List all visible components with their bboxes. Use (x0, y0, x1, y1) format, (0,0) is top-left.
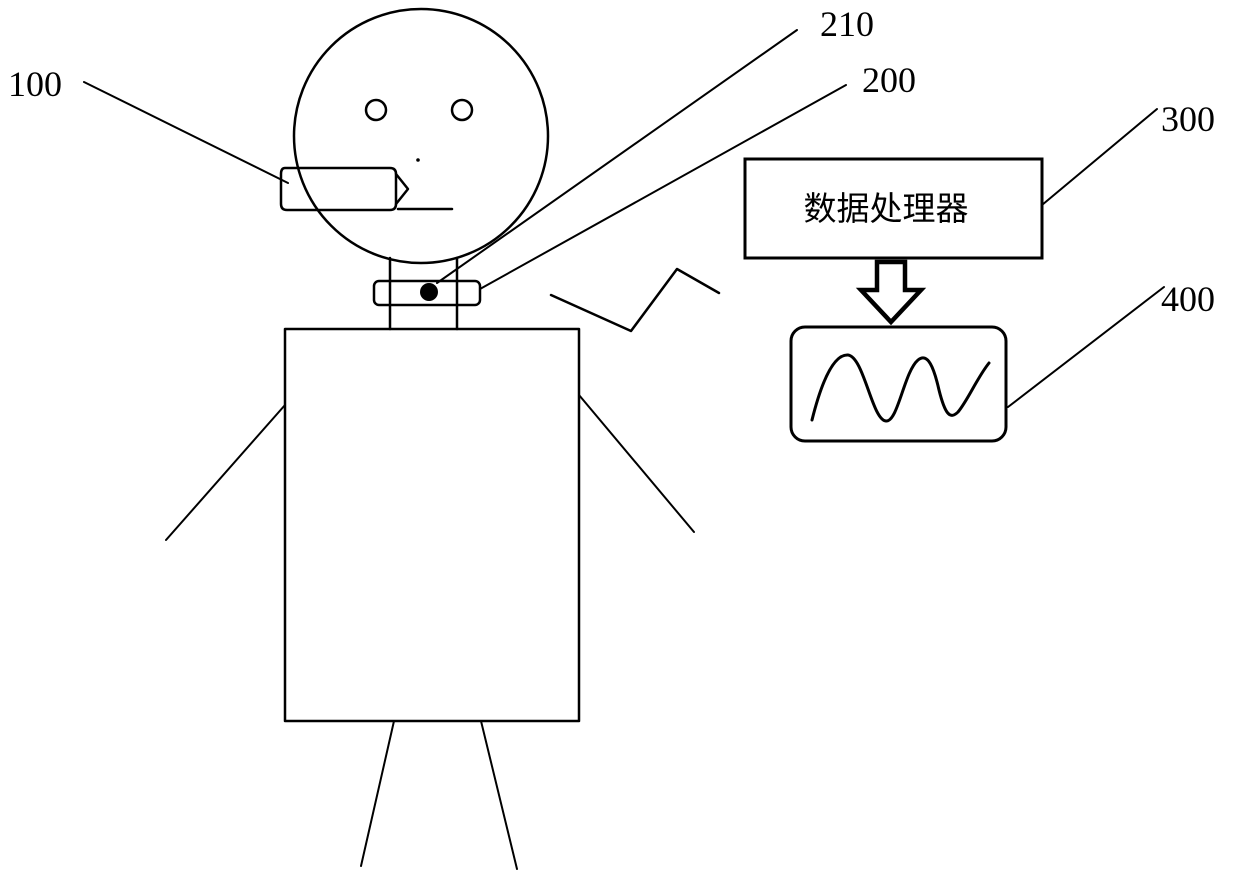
right-eye (452, 100, 472, 120)
data-processor: 数据处理器 (745, 159, 1042, 258)
down-arrow (861, 262, 921, 322)
label-210: 210 (820, 4, 874, 44)
leader-210 (437, 30, 797, 283)
nose-dot (416, 158, 420, 162)
person-figure (166, 9, 694, 869)
display-screen (791, 327, 1006, 441)
leader-400 (1008, 287, 1164, 407)
leader-300 (1042, 109, 1157, 205)
label-100: 100 (8, 64, 62, 104)
label-200: 200 (862, 60, 916, 100)
label-400: 400 (1161, 279, 1215, 319)
left-leg (361, 721, 394, 866)
head (294, 9, 548, 263)
waveform (812, 355, 989, 421)
torso (285, 329, 579, 721)
leader-100 (84, 82, 288, 183)
microphone-tip (396, 174, 408, 204)
sensor-dot (420, 283, 438, 301)
left-eye (366, 100, 386, 120)
data-processor-label: 数据处理器 (804, 189, 969, 228)
left-arm (166, 405, 285, 540)
right-arm (579, 395, 694, 532)
wireless-link-symbol (551, 269, 719, 331)
microphone-body (281, 168, 396, 210)
right-leg (481, 721, 517, 869)
label-300: 300 (1161, 99, 1215, 139)
